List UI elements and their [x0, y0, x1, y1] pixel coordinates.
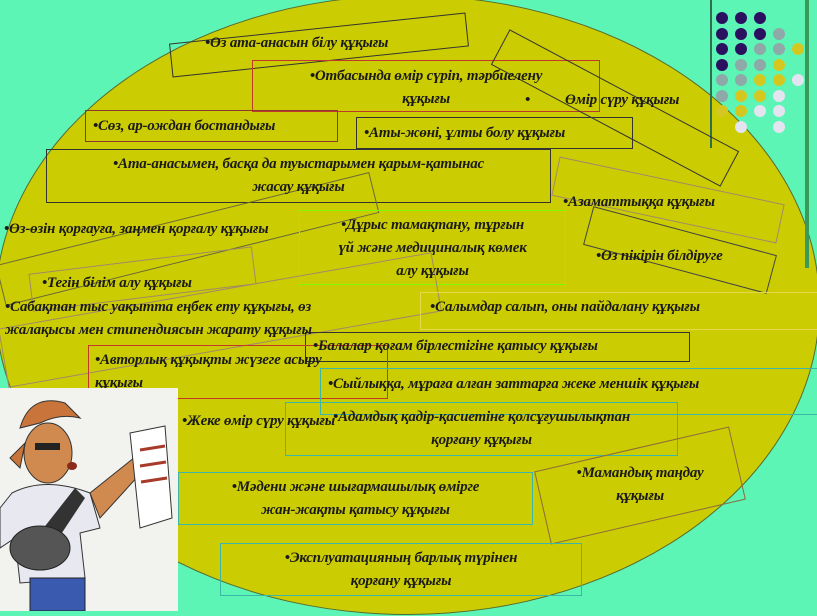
- decorative-dot: [735, 105, 747, 117]
- right-label: •Адамдық қадір-қасиетіне қолсұғушылықтан…: [285, 406, 678, 452]
- frame-box: [88, 345, 388, 399]
- decorative-dot: [735, 74, 747, 86]
- frame-box: [285, 402, 678, 456]
- right-label: •Балалар қоғам бірлестігіне қатысу құқығ…: [313, 338, 598, 354]
- decorative-dot: [754, 27, 766, 40]
- decorative-dot: [735, 43, 747, 55]
- decorative-dot: [754, 58, 766, 71]
- decorative-dot: [716, 74, 728, 86]
- right-label: •Авторлық құқықты жүзеге асыру құқығы: [95, 349, 322, 395]
- right-label: •Сыйлыққа, мұраға алған заттарға жеке ме…: [328, 376, 700, 392]
- decorative-dot: [773, 58, 785, 71]
- right-label: •Ата-анасымен, басқа да туыстарымен қары…: [46, 153, 551, 199]
- accent-bar: [805, 0, 809, 268]
- decorative-dot: [716, 12, 728, 24]
- right-label: •Отбасында өмір сүріп, тәрбиелену құқығы: [252, 65, 600, 111]
- decorative-dot: [735, 12, 747, 24]
- decorative-dot: [735, 58, 747, 71]
- decorative-dot: [716, 105, 728, 117]
- decorative-dot: [792, 43, 804, 55]
- right-label: •Өз-өзін қорғауға, заңмен қорғалу құқығы: [4, 221, 269, 237]
- frame-box: [46, 149, 551, 203]
- right-label: •Мамандық таңдау құқығы: [545, 462, 735, 508]
- label-line: құқығы: [616, 488, 664, 504]
- label-line: •Сабақтан тыс уақытта еңбек ету құқығы, …: [5, 299, 312, 315]
- frame-box: [178, 472, 533, 525]
- label-line: •Эксплуатацияның барлық түрінен: [284, 550, 518, 566]
- right-label: •Аты-жөні, ұлты болу құқығы: [364, 125, 566, 141]
- decorative-dot: [754, 105, 766, 117]
- label-line: жан-жақты қатысу құқығы: [261, 502, 450, 518]
- label-line: қорғану құқығы: [431, 432, 532, 448]
- label-line: жасау құқығы: [252, 179, 345, 195]
- right-label: •Азаматтыққа құқығы: [563, 194, 715, 210]
- boy-illustration: [0, 388, 178, 612]
- frame-box: [85, 110, 338, 142]
- decorative-dot: [754, 43, 766, 55]
- right-label: •Дұрыс тамақтану, тұрғын үй және медицина…: [299, 214, 566, 283]
- right-label: •Тегін білім алу құқығы: [42, 275, 192, 291]
- right-label: Өмір сүру құқығы: [565, 92, 680, 108]
- label-line: алу құқығы: [396, 263, 469, 279]
- label-line: •Отбасында өмір сүріп, тәрбиелену: [309, 68, 543, 84]
- label-line: қорғану құқығы: [350, 573, 452, 589]
- frame-box: [356, 117, 633, 149]
- right-label: •Сөз, ар-ождан бостандығы: [93, 118, 276, 134]
- right-label: •Жеке өмір сүру құқығы: [182, 413, 335, 429]
- decorative-dot: [773, 43, 785, 55]
- decorative-dot: [735, 89, 747, 102]
- frame-box: [320, 368, 817, 415]
- decorative-dot: [792, 74, 804, 86]
- label-line: жалақысы мен стипендиясын жарату құқығы: [5, 322, 312, 338]
- decorative-dot: [773, 105, 785, 117]
- label-line: құқығы: [95, 375, 143, 391]
- decorative-dot: [735, 27, 747, 40]
- label-line: •Дұрыс тамақтану, тұрғын: [341, 217, 524, 233]
- decorative-dot: [754, 74, 766, 86]
- right-label: •Өз ата-анасын білу құқығы: [205, 35, 389, 51]
- decorative-dot: [773, 89, 785, 102]
- decorative-dot: [773, 120, 785, 133]
- frame-box: [305, 332, 690, 362]
- divider-line: [710, 0, 712, 148]
- bullet: •: [525, 92, 531, 108]
- frame-box: [220, 543, 582, 596]
- decorative-dot: [773, 27, 785, 40]
- right-label: •Өз пікірін білдіруге: [596, 248, 723, 264]
- right-label: •Салымдар салып, оны пайдалану құқығы: [430, 299, 700, 315]
- label-line: •Адамдық қадір-қасиетіне қолсұғушылықтан: [333, 409, 630, 425]
- frame-box: [299, 210, 566, 285]
- label-line: •Мәдени және шығармашылық өмірге: [231, 479, 480, 495]
- label-line: •Ата-анасымен, басқа да туыстарымен қары…: [112, 156, 484, 172]
- decorative-dot: [773, 74, 785, 86]
- label-line: үй және медициналық көмек: [338, 240, 527, 256]
- label-line: •Мамандық таңдау: [576, 465, 704, 481]
- label-line: құқығы: [402, 91, 450, 107]
- boy-with-sign-icon: [0, 400, 173, 612]
- decorative-dot: [735, 120, 747, 133]
- decorative-dot: [716, 43, 728, 55]
- decorative-dot: [716, 27, 728, 40]
- frame-box: [252, 60, 600, 112]
- decorative-dot: [754, 12, 766, 24]
- label-line: •Авторлық құқықты жүзеге асыру: [95, 352, 322, 368]
- right-label: •Мәдени және шығармашылық өмірге жан-жақт…: [178, 476, 533, 522]
- frame-box: [420, 292, 817, 330]
- decorative-dot: [716, 89, 728, 102]
- right-label: •Эксплуатацияның барлық түрінен қорғану қ…: [220, 547, 582, 593]
- decorative-dot: [754, 89, 766, 102]
- decorative-dot: [716, 58, 728, 71]
- right-label: •Сабақтан тыс уақытта еңбек ету құқығы, …: [5, 296, 312, 342]
